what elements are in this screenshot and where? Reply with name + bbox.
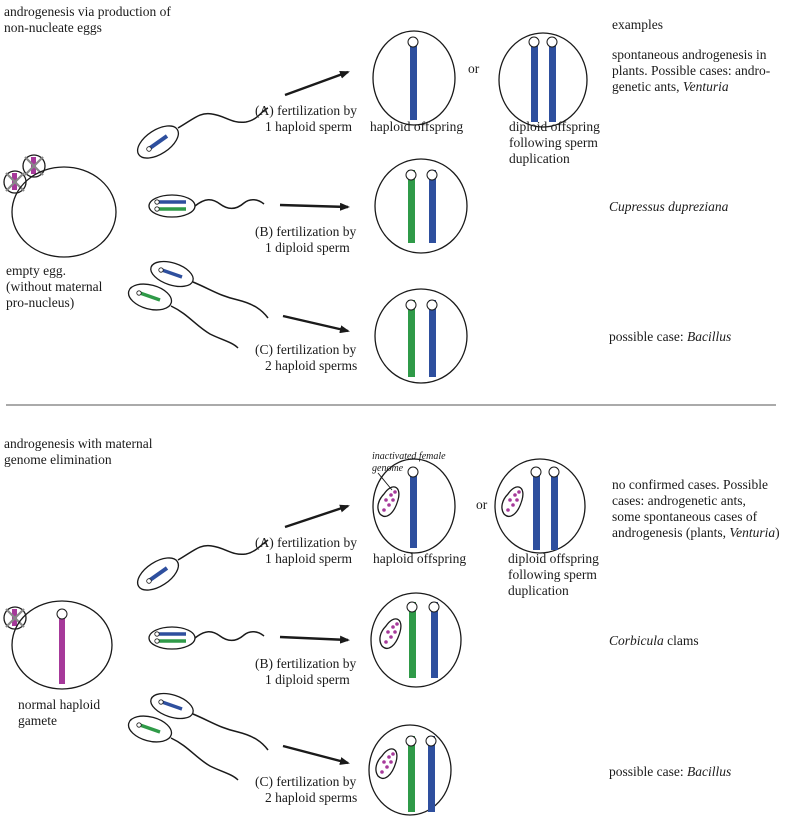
arrow-top-c	[282, 314, 350, 334]
haploid-offspring-bottom	[372, 458, 456, 554]
bottom-b-label-2: 1 diploid sperm	[265, 672, 350, 687]
arrow-bottom-b	[279, 635, 350, 644]
top-diploid-label-2: following sperm	[509, 135, 598, 150]
bottom-example-c: possible case: Bacillus	[609, 764, 731, 779]
top-c-label-2: 2 haploid sperms	[265, 358, 357, 373]
sperms-haploid-top-c	[127, 260, 269, 349]
arrow-bottom-a	[284, 504, 350, 529]
bottom-heading-line2: genome elimination	[4, 452, 112, 467]
diploid-offspring-top	[498, 32, 588, 128]
top-b-label-1: (B) fertilization by	[255, 224, 356, 239]
bottom-a-label-2: 1 haploid sperm	[265, 551, 352, 566]
bottom-haploid-offspring-label: haploid offspring	[373, 551, 466, 566]
inactivated-genome	[377, 486, 400, 517]
bottom-example-a-1: no confirmed cases. Possible	[612, 477, 768, 492]
top-heading-line2: non-nucleate eggs	[4, 20, 102, 35]
bottom-example-b: Corbicula clams	[609, 633, 699, 648]
haploid-offspring-top	[372, 30, 456, 126]
inactivated-genome-label-1: inactivated female	[372, 451, 446, 462]
top-example-a-2: plants. Possible cases: andro-	[612, 63, 771, 78]
top-haploid-offspring-label: haploid offspring	[370, 119, 463, 134]
inactivated-genome-pointer	[377, 472, 393, 491]
inactivated-genome-label-2: genome	[372, 463, 404, 474]
diploid-offspring-bottom	[494, 458, 586, 554]
top-a-label-2: 1 haploid sperm	[265, 119, 352, 134]
top-example-c: possible case: Bacillus	[609, 329, 731, 344]
offspring-top-c	[374, 288, 468, 384]
top-c-label-1: (C) fertilization by	[255, 342, 356, 357]
top-example-a-1: spontaneous androgenesis in	[612, 47, 767, 62]
top-example-a-3: genetic ants, Venturia	[612, 79, 729, 94]
sperm-diploid-top-b	[148, 194, 265, 218]
bottom-heading-line1: androgenesis with maternal	[4, 436, 153, 451]
bottom-diploid-label-3: duplication	[508, 583, 569, 598]
bottom-example-a-3: some spontaneous cases of	[612, 509, 758, 524]
bottom-diploid-label-1: diploid offspring	[508, 551, 599, 566]
bottom-diploid-label-2: following sperm	[508, 567, 597, 582]
top-or: or	[468, 61, 480, 76]
empty-egg-label-1: empty egg.	[6, 263, 66, 278]
bottom-panel: androgenesis with maternal genome elimin…	[3, 436, 780, 816]
offspring-bottom-b	[370, 592, 462, 688]
top-a-label-1: (A) fertilization by	[255, 103, 357, 118]
offspring-top-b	[374, 158, 468, 254]
top-panel: androgenesis via production of non-nucle…	[3, 4, 771, 384]
normal-haploid-gamete	[3, 600, 113, 690]
empty-egg-cell	[11, 166, 117, 258]
gamete-label-2: gamete	[18, 713, 57, 728]
bottom-a-label-1: (A) fertilization by	[255, 535, 357, 550]
polar-body-crossed-2	[22, 154, 46, 178]
bottom-example-a-2: cases: androgenetic ants,	[612, 493, 746, 508]
sperm-haploid-top-a	[136, 107, 269, 159]
bottom-or: or	[476, 497, 488, 512]
polar-body-crossed-1	[3, 170, 27, 194]
sperm-haploid-bottom-a	[136, 539, 269, 591]
bottom-c-label-2: 2 haploid sperms	[265, 790, 357, 805]
offspring-bottom-c	[368, 724, 452, 816]
arrow-bottom-c	[282, 744, 350, 765]
gamete-label-1: normal haploid	[18, 697, 100, 712]
bottom-example-a-4: androgenesis (plants, Venturia)	[612, 525, 780, 540]
empty-egg-label-2: (without maternal	[6, 279, 103, 294]
empty-egg-label-3: pro-nucleus)	[6, 295, 74, 310]
sperm-diploid-bottom-b	[148, 626, 265, 650]
empty-egg	[3, 154, 117, 258]
arrow-top-a	[284, 70, 350, 97]
bottom-b-label-1: (B) fertilization by	[255, 656, 356, 671]
top-b-label-2: 1 diploid sperm	[265, 240, 350, 255]
arrow-top-b	[279, 202, 350, 211]
top-diploid-label-3: duplication	[509, 151, 570, 166]
examples-header: examples	[612, 17, 663, 32]
top-diploid-label-1: diploid offspring	[509, 119, 600, 134]
bottom-c-label-1: (C) fertilization by	[255, 774, 356, 789]
sperms-haploid-bottom-c	[127, 692, 269, 781]
top-example-b: Cupressus dupreziana	[609, 199, 729, 214]
top-heading-line1: androgenesis via production of	[4, 4, 171, 19]
